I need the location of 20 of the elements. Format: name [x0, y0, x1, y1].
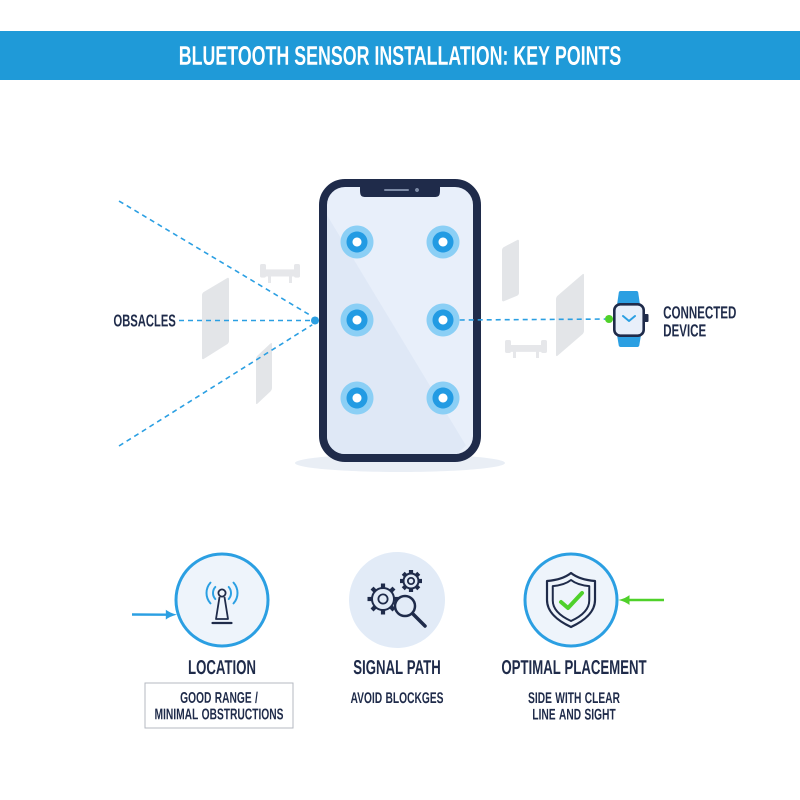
description-text: SIDE WITH CLEAR LINE AND SIGHT: [528, 692, 620, 720]
dashed-line: [460, 315, 613, 324]
title-banner: BLUETOOTH SENSOR INSTALLATION: KEY POINTS: [0, 31, 800, 80]
sensor-icon: [340, 226, 374, 258]
text-box: GOOD RANGE / MINIMAL OBSTRUCTIONS: [144, 682, 294, 728]
sensor-icon: [340, 382, 374, 414]
sensor-icon: [340, 304, 374, 336]
heading: LOCATION: [188, 660, 256, 674]
arrow: [132, 610, 174, 619]
callout-text: CONNECTED DEVICE: [664, 306, 736, 337]
callout-text: OBSACLES: [114, 314, 176, 327]
arrow: [621, 596, 664, 604]
description-text: AVOID BLOCKGES: [350, 692, 444, 704]
heading: SIGNAL PATH: [354, 660, 440, 674]
sensor-icon: [426, 382, 460, 414]
dashed-line: [179, 316, 319, 324]
dashed-line: [118, 324, 313, 447]
sensor-icon: [426, 304, 460, 336]
sensor-icon: [426, 226, 460, 258]
heading: OPTIMAL PLACEMENT: [502, 660, 646, 674]
